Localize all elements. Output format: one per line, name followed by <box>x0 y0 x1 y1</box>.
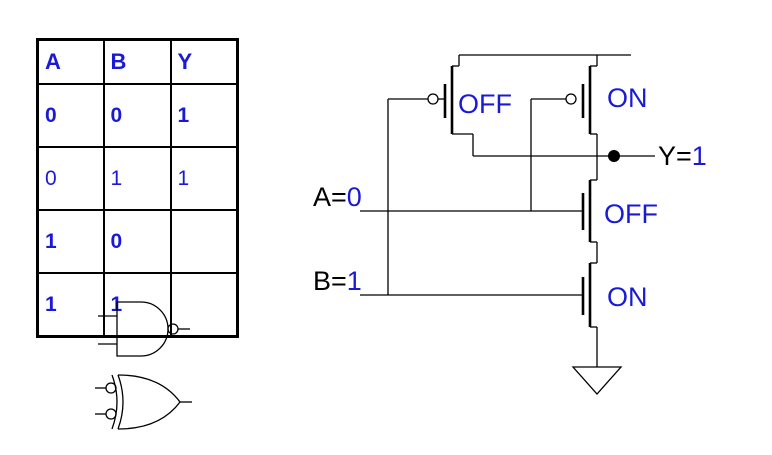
pmos-right-state-label: ON <box>607 83 648 113</box>
table-row: 0 1 1 <box>36 146 239 211</box>
nmos-bottom-transistor <box>581 262 598 367</box>
table-row: 1 1 <box>36 272 239 338</box>
header-b: B <box>102 38 172 85</box>
truth-table: A B Y 0 0 1 0 1 1 1 0 1 1 <box>36 38 239 338</box>
table-row: 1 0 <box>36 209 239 274</box>
header-y: Y <box>169 38 239 85</box>
pmos-left-transistor <box>427 55 474 156</box>
pmos-left-state-label: OFF <box>458 89 512 119</box>
table-row: 0 0 1 <box>36 83 239 148</box>
input-b-label: B=1 <box>313 266 362 296</box>
cell-y: 1 <box>169 83 239 148</box>
output-y-label: Y=1 <box>658 141 707 171</box>
cell-y <box>169 209 239 274</box>
cell-a: 1 <box>36 272 105 338</box>
ground-symbol <box>571 366 623 395</box>
nmos-top-state-label: OFF <box>604 199 658 229</box>
cell-y <box>169 272 239 338</box>
cell-a: 0 <box>36 83 105 148</box>
cell-y: 1 <box>169 146 239 211</box>
header-a: A <box>36 38 105 85</box>
nand-gate-symbol <box>98 301 190 357</box>
or-gate-inverted-inputs-symbol <box>95 374 192 430</box>
input-b-wire <box>360 98 583 296</box>
pmos-right-transistor <box>531 55 598 135</box>
cell-b: 0 <box>102 83 172 148</box>
cell-b: 0 <box>102 209 172 274</box>
output-node-dot <box>608 150 620 162</box>
nmos-bottom-state-label: ON <box>607 282 648 312</box>
cell-b: 1 <box>102 146 172 211</box>
cell-a: 1 <box>36 209 105 274</box>
input-a-wire <box>360 99 583 212</box>
cell-b: 1 <box>102 272 172 338</box>
table-header-row: A B Y <box>36 38 239 85</box>
input-a-label: A=0 <box>313 182 362 212</box>
cell-a: 0 <box>36 146 105 211</box>
nmos-top-transistor <box>581 179 598 263</box>
